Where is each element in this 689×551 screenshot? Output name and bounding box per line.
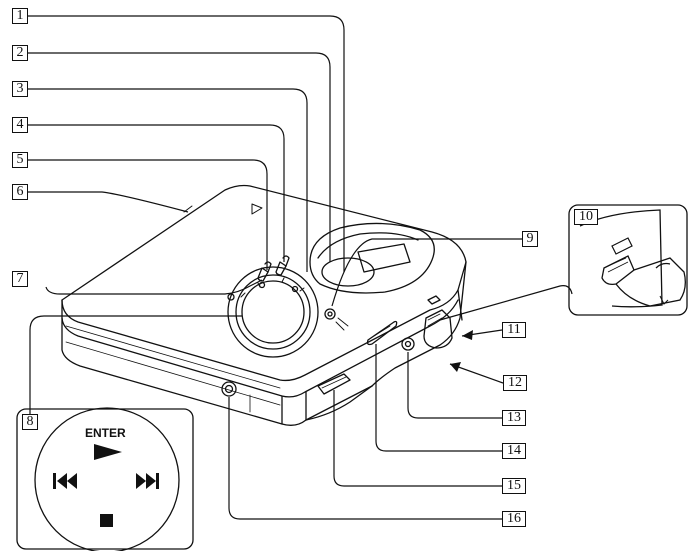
callout-3: 3 — [12, 81, 28, 97]
jack-9 — [324, 308, 336, 320]
inset-8 — [16, 407, 194, 551]
next-icon — [136, 473, 159, 489]
callout-11: 11 — [502, 322, 526, 338]
callout-7: 7 — [12, 271, 28, 287]
callout-1: 1 — [12, 8, 28, 24]
inset-10 — [568, 204, 688, 316]
play-icon — [94, 444, 122, 460]
stop-icon — [100, 514, 113, 527]
control-dial — [227, 266, 319, 358]
connector-15 — [317, 373, 351, 395]
callout-15: 15 — [502, 478, 526, 494]
battery-compartment — [423, 295, 453, 349]
callout-4: 4 — [12, 117, 28, 133]
callout-12: 12 — [503, 375, 527, 391]
callout-9: 9 — [522, 231, 538, 247]
device-body — [61, 184, 467, 426]
callout-10: 10 — [574, 209, 598, 225]
callout-16: 16 — [502, 511, 526, 527]
callout-6: 6 — [12, 184, 28, 200]
display-window — [309, 222, 435, 294]
callout-13: 13 — [502, 410, 526, 426]
callout-5: 5 — [12, 152, 28, 168]
callout-2: 2 — [12, 45, 28, 61]
callout-8: 8 — [22, 414, 38, 430]
previous-icon — [53, 473, 77, 489]
callout-14: 14 — [502, 443, 526, 459]
enter-label: ENTER — [85, 426, 126, 440]
lcd-display — [357, 243, 411, 273]
open-mark — [251, 203, 263, 215]
jack-16 — [221, 381, 237, 397]
jack-13 — [401, 337, 415, 351]
hold-switch — [366, 320, 398, 346]
